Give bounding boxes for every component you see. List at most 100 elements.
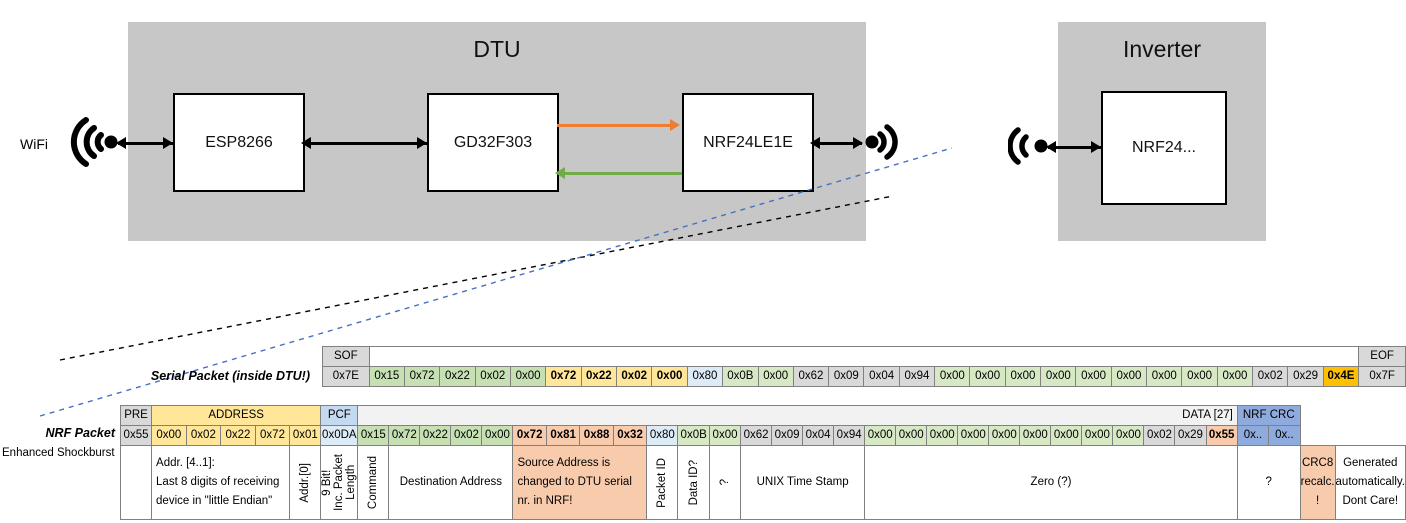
chip-gd32f303[interactable]: GD32F303 (427, 93, 559, 192)
serial-byte-cell: 0x22 (580, 366, 618, 387)
nrf-byte-cell: 0x00 (988, 425, 1021, 446)
nrf-byte-cell: 0x00 (708, 425, 742, 446)
nrf-byte-cell: 0x55 (1205, 425, 1238, 446)
serial-byte-cell: 0x00 (651, 366, 688, 387)
serial-byte-cell: 0x00 (757, 366, 794, 387)
nrf-byte-cell: 0x02 (450, 425, 483, 446)
serial-byte-cell: 0x02 (474, 366, 511, 387)
serial-byte-cell: 0x02 (1252, 366, 1289, 387)
nrf-description-cell: Command (357, 445, 390, 520)
serial-eof-header: EOF (1358, 346, 1406, 367)
serial-byte-cell: 0x04 (863, 366, 900, 387)
serial-byte-cell: 0x00 (1040, 366, 1077, 387)
serial-byte-cell: 0x0B (722, 366, 759, 387)
serial-byte-cell: 0x00 (1004, 366, 1042, 387)
nrf-byte-cell: 0x09 (771, 425, 804, 446)
nrf-byte-cell: 0x.. (1268, 425, 1301, 446)
nrf-byte-cell: 0x29 (1174, 425, 1207, 446)
serial-byte-cell: 0x09 (828, 366, 865, 387)
chip-esp8266[interactable]: ESP8266 (173, 93, 305, 192)
inverter-antenna-arrow-right (1091, 141, 1101, 153)
nrf-byte-cell: 0x81 (545, 425, 581, 446)
nrf-byte-cell: 0x02 (185, 425, 222, 446)
nrf-byte-cell: 0x15 (357, 425, 390, 446)
inverter-radio-antenna-icon (1007, 122, 1054, 175)
serial-byte-cell: 0x94 (898, 366, 936, 387)
wifi-esp-arrow-right (163, 137, 173, 149)
serial-sof-header: SOF (322, 346, 370, 367)
serial-byte-cell: 0x15 (368, 366, 405, 387)
wifi-label: WiFi (20, 136, 48, 152)
block-diagram: DTU ESP8266 GD32F303 NRF24LE1E WiFi (0, 0, 1406, 260)
serial-byte-sof: 0x7E (322, 366, 370, 387)
nrf-description-cell: ? (708, 445, 742, 520)
gd32-nrf-command-arrowhead (670, 119, 680, 131)
nrf-byte-cell: 0x01 (289, 425, 322, 446)
nrf-gd32-response-arrowhead (555, 167, 565, 179)
serial-byte-cell: 0x62 (792, 366, 830, 387)
nrf-byte-cell: 0x00 (1019, 425, 1052, 446)
inverter-title: Inverter (1123, 36, 1201, 62)
nrf-byte-cell: 0x00 (864, 425, 897, 446)
nrf-packet-sublabel: Enhanced Shockburst (2, 447, 115, 459)
nrf-header-nrf-crc: NRF CRC (1236, 405, 1301, 426)
serial-byte-cell: 0x22 (439, 366, 476, 387)
serial-byte-cell: 0x00 (1181, 366, 1218, 387)
nrf-description-cell: Packet ID (646, 445, 679, 520)
serial-packet-label: Serial Packet (inside DTU!) (150, 369, 310, 383)
serial-header-gap (368, 346, 1360, 367)
nrf-byte-cell: 0x80 (646, 425, 679, 446)
nrf-antenna-arrow-left (810, 137, 820, 149)
serial-byte-cell: 0x00 (509, 366, 547, 387)
nrf-byte-cell: 0x04 (802, 425, 835, 446)
nrf-header-pcf: PCF (320, 405, 359, 426)
esp-gd32-arrow-right (417, 137, 427, 149)
nrf-byte-cell: 0x0B (677, 425, 710, 446)
gd32-nrf-command-line (557, 124, 672, 127)
nrf-byte-cell: 0x00 (957, 425, 990, 446)
nrf-byte-cell: 0x32 (612, 425, 648, 446)
dtu-radio-antenna-icon (862, 118, 908, 171)
serial-byte-cell: 0x00 (1110, 366, 1148, 387)
nrf-antenna-arrow-right (853, 137, 863, 149)
nrf-byte-cell: 0x22 (419, 425, 452, 446)
serial-byte-eof: 0x7F (1358, 366, 1406, 387)
nrf-byte-cell: 0x22 (220, 425, 256, 446)
nrf-byte-cell: 0x00 (1050, 425, 1083, 446)
serial-byte-cell: 0x80 (686, 366, 724, 387)
nrf-byte-cell: 0x00 (481, 425, 514, 446)
esp-gd32-arrow-left (301, 137, 311, 149)
nrf-description-cell: Addr.[0] (289, 445, 322, 520)
serial-byte-cell: 0x00 (1216, 366, 1254, 387)
nrf-description-cell: UNIX Time Stamp (740, 445, 866, 520)
serial-byte-cell: 0x4E (1322, 366, 1360, 387)
nrf-gd32-response-line (565, 172, 682, 175)
wifi-esp-arrow-left (116, 137, 126, 149)
nrf-byte-cell: 0x00 (926, 425, 959, 446)
chip-nrf24le1e[interactable]: NRF24LE1E (682, 93, 814, 192)
nrf-packet-label: NRF Packet (45, 426, 115, 440)
wifi-esp-link (118, 142, 173, 145)
wifi-antenna-icon (66, 114, 118, 175)
serial-byte-cell: 0x00 (1146, 366, 1183, 387)
nrf-byte-cell: 0x02 (1143, 425, 1176, 446)
nrf-byte-cell: 0x55 (119, 425, 153, 446)
nrf-description-cell (119, 445, 153, 520)
nrf-description-cell: Destination Address (388, 445, 514, 520)
nrf-byte-cell: 0x00 (151, 425, 187, 446)
dtu-title: DTU (473, 36, 521, 62)
nrf-antenna-link (812, 142, 862, 145)
serial-byte-cell: 0x00 (934, 366, 971, 387)
esp-gd32-link (303, 142, 427, 145)
serial-byte-cell: 0x02 (616, 366, 653, 387)
chip-nrf24[interactable]: NRF24... (1101, 91, 1227, 205)
nrf-byte-cell: 0x00 (895, 425, 928, 446)
serial-byte-cell: 0x00 (969, 366, 1006, 387)
nrf-description-cell: Data ID? (677, 445, 710, 520)
